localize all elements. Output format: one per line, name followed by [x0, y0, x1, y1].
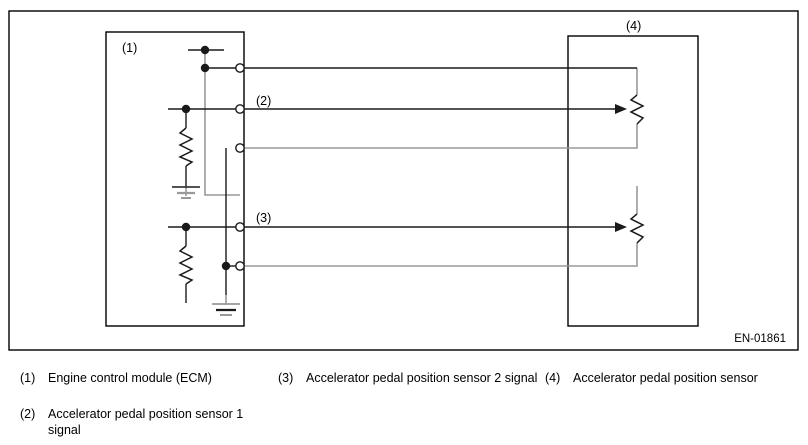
junction-dot-pullup1	[181, 104, 191, 114]
legend-item-2-number: (2)	[20, 407, 36, 421]
callout-label-3: (3)	[256, 211, 271, 225]
legend-item-1-text: Engine control module (ECM)	[48, 371, 212, 385]
connector-pin-sensor1-signal	[235, 104, 245, 114]
legend-item-1: (1) Engine control module (ECM)	[20, 370, 270, 386]
connector-pin-sensor1-return	[235, 143, 245, 153]
ecm-box	[105, 31, 245, 327]
connector-pin-group	[235, 63, 245, 271]
gray-wire-sensor2-return	[240, 243, 638, 267]
junction-dot-supply-rail	[200, 63, 210, 73]
potentiometer-1-wiper	[615, 104, 627, 114]
legend-item-3: (3) Accelerator pedal position sensor 2 …	[278, 370, 538, 386]
legend-panel: (1) Engine control module (ECM) (2) Acce…	[0, 362, 808, 445]
gray-wire-sensor1-return	[240, 124, 638, 149]
callout-label-1: (1)	[122, 41, 137, 55]
legend-item-4-text: Accelerator pedal position sensor	[573, 371, 758, 385]
legend-item-1-number: (1)	[20, 371, 36, 385]
callout-label-4: (4)	[626, 19, 641, 33]
legend-item-2: (2) Accelerator pedal position sensor 1 …	[20, 406, 270, 438]
gray-wire-group	[185, 50, 638, 305]
callout-label-2: (2)	[256, 94, 271, 108]
pullup-resistor-1	[178, 127, 194, 167]
potentiometer-2-wiper	[615, 222, 627, 232]
diagram-outer-frame	[8, 10, 799, 351]
legend-item-3-number: (3)	[278, 371, 294, 385]
pullup-resistor-2	[178, 245, 194, 285]
ground-symbol-2	[212, 303, 240, 316]
diagram-canvas: (1) (2) (3) (4) EN-01861	[8, 10, 799, 351]
potentiometer-1-element	[629, 94, 645, 125]
legend-item-4: (4) Accelerator pedal position sensor	[545, 370, 807, 386]
connector-pin-supply	[235, 63, 245, 73]
legend-item-3-text: Accelerator pedal position sensor 2 sign…	[306, 371, 538, 385]
junction-dot-pullup2	[181, 222, 191, 232]
circuit-schematic: (1) (2) (3) (4) EN-01861	[8, 10, 799, 351]
junction-dot-ground-bus	[221, 261, 231, 271]
legend-item-2-text: Accelerator pedal position sensor 1 sign…	[48, 407, 244, 437]
potentiometer-2-element	[629, 213, 645, 244]
legend-item-4-number: (4)	[545, 371, 561, 385]
gray-wire-supply-vertical	[204, 50, 240, 196]
connector-pin-sensor2-return	[235, 261, 245, 271]
sensor-box	[567, 35, 699, 327]
junction-dot-supply-stub	[200, 45, 210, 55]
connector-pin-sensor2-signal	[235, 222, 245, 232]
ground-symbol-1	[172, 186, 200, 199]
diagram-code: EN-01861	[734, 333, 786, 345]
junction-dot-group	[181, 45, 231, 271]
